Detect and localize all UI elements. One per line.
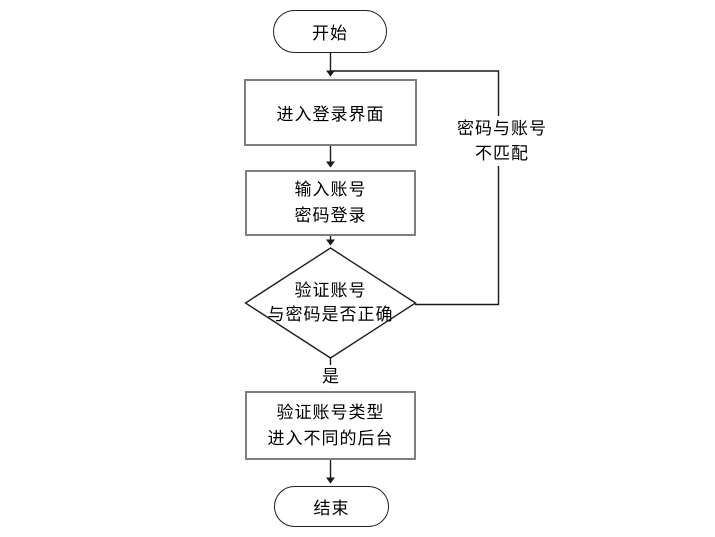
input-credentials-node-label: 输入账号 密码登录 xyxy=(295,177,367,229)
yes-branch-label: 是 xyxy=(318,365,344,388)
start-node-label: 开始 xyxy=(312,24,348,43)
enter-login-node-label: 进入登录界面 xyxy=(276,105,385,124)
end-node: 结束 xyxy=(274,486,389,527)
start-node: 开始 xyxy=(273,10,387,53)
edge-mismatch-loop xyxy=(331,70,500,306)
decision-line1: 验证账号 xyxy=(294,281,367,300)
input-credentials-node: 输入账号 密码登录 xyxy=(245,170,416,236)
verify-account-type-line2: 进入不同的后台 xyxy=(267,428,394,448)
verify-account-type-node: 验证账号类型 进入不同的后台 xyxy=(245,391,416,460)
verify-account-type-node-label: 验证账号类型 进入不同的后台 xyxy=(268,400,394,452)
mismatch-branch-label: 密码与账号 不匹配 xyxy=(448,116,556,166)
decision-line2: 与密码是否正确 xyxy=(267,305,394,324)
enter-login-node: 进入登录界面 xyxy=(244,79,417,146)
input-credentials-line1: 输入账号 xyxy=(294,180,367,199)
decision-diamond-shape xyxy=(244,247,417,359)
end-node-label: 结束 xyxy=(313,499,350,518)
mismatch-label-line1: 密码与账号 xyxy=(457,119,547,138)
input-credentials-line2: 密码登录 xyxy=(294,206,367,225)
decision-node-label: 验证账号 与密码是否正确 xyxy=(250,279,411,327)
verify-account-type-line1: 验证账号类型 xyxy=(276,402,385,422)
mismatch-label-line2: 不匹配 xyxy=(475,144,529,163)
